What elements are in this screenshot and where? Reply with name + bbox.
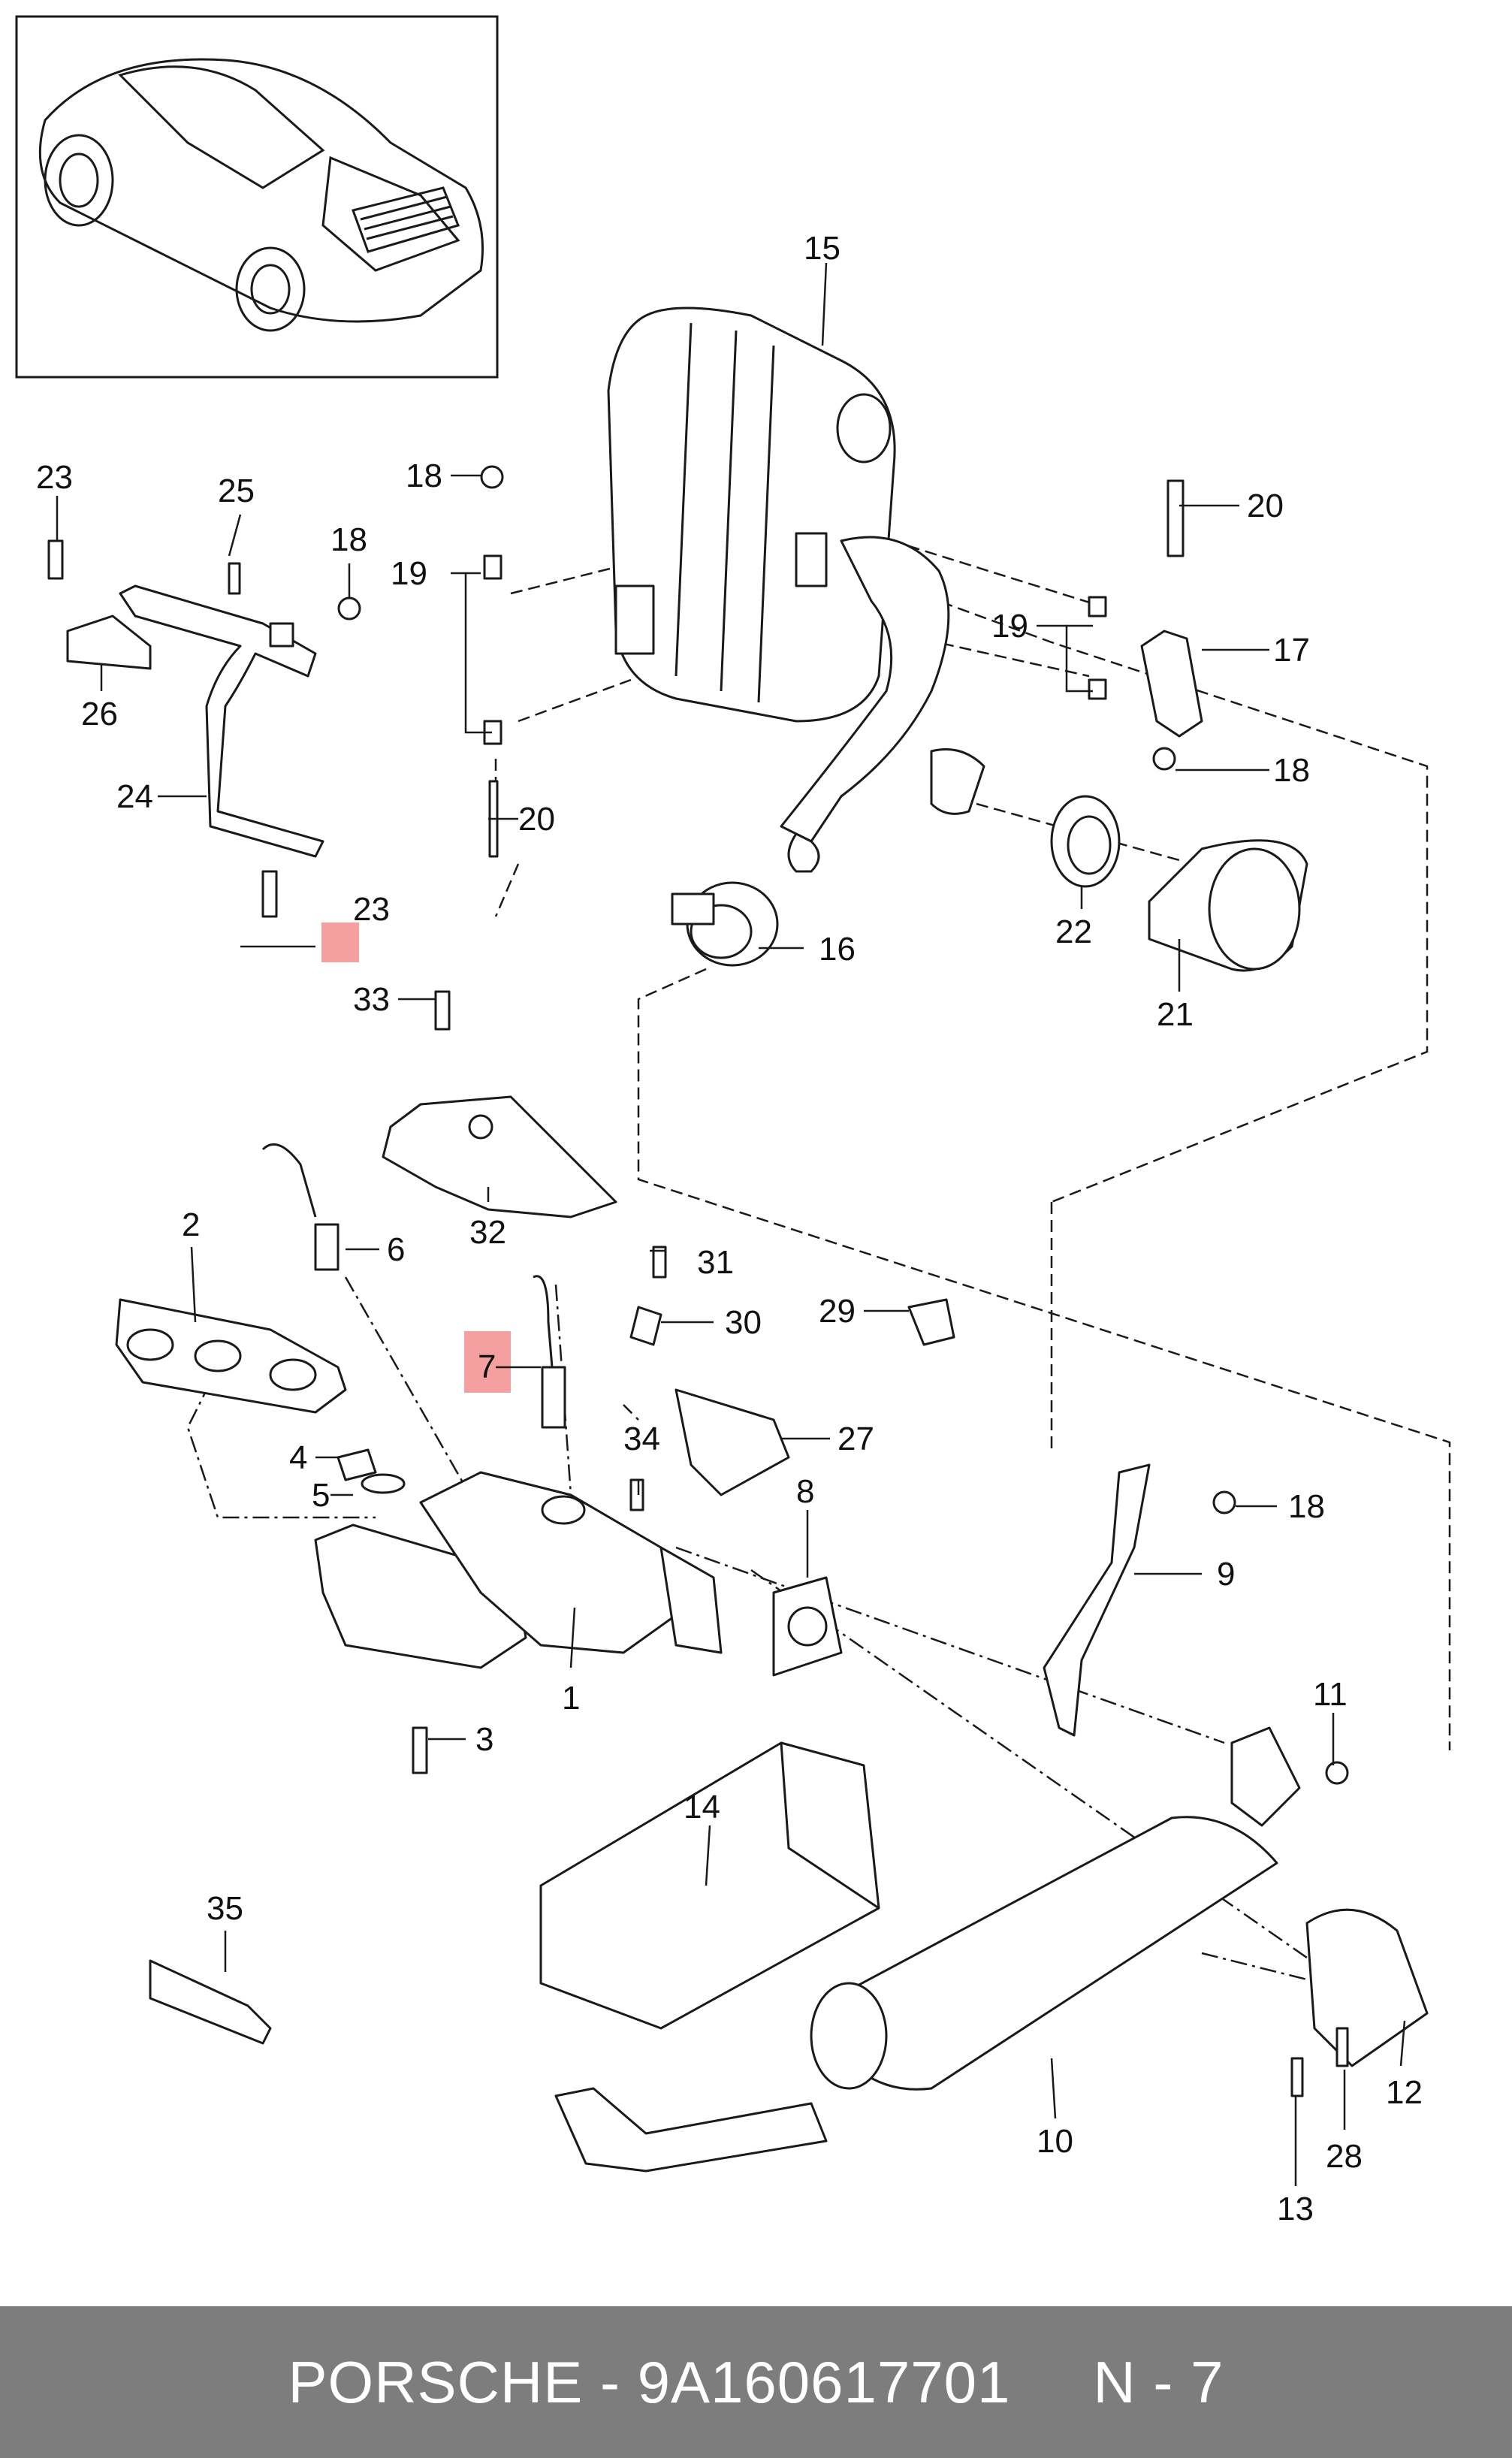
callout-11: 11 bbox=[1313, 1676, 1348, 1713]
exhaust-parts-diagram: 15 18 19 20 20 19 17 18 22 21 16 23 25 1… bbox=[15, 15, 1451, 2227]
hardware bbox=[47, 465, 1349, 2097]
callout-9: 9 bbox=[1217, 1556, 1235, 1593]
callout-6: 6 bbox=[387, 1231, 405, 1268]
callout-18b: 18 bbox=[1273, 752, 1310, 789]
callout-10: 10 bbox=[1037, 2123, 1073, 2160]
callout-numbers: 15 18 19 20 20 19 17 18 22 21 16 23 25 1… bbox=[36, 230, 1423, 2227]
heat-shield-32 bbox=[382, 1095, 617, 1218]
callout-16: 16 bbox=[819, 931, 856, 968]
callout-20a: 20 bbox=[518, 801, 555, 838]
callout-23b: 23 bbox=[353, 891, 390, 928]
callout-20b: 20 bbox=[1247, 488, 1284, 524]
callout-32: 32 bbox=[469, 1214, 506, 1251]
oxygen-sensor-7 bbox=[533, 1275, 566, 1429]
front-muffler-10 bbox=[554, 1726, 1301, 2173]
callout-22: 22 bbox=[1055, 913, 1092, 950]
bracket-assembly-24 bbox=[66, 584, 324, 858]
callout-7: 7 bbox=[478, 1348, 496, 1385]
callout-4: 4 bbox=[289, 1439, 307, 1476]
callout-12: 12 bbox=[1386, 2074, 1423, 2111]
callout-19a: 19 bbox=[391, 555, 427, 592]
callout-5: 5 bbox=[312, 1477, 330, 1514]
clamp-22 bbox=[1050, 795, 1121, 888]
rear-muffler bbox=[607, 306, 985, 873]
bracket-27 bbox=[675, 1388, 790, 1496]
oxygen-sensor-6 bbox=[261, 1143, 340, 1271]
callout-25: 25 bbox=[218, 473, 255, 509]
gasket-2 bbox=[115, 1298, 347, 1414]
callout-18c: 18 bbox=[330, 521, 367, 558]
vehicle-thumbnail bbox=[15, 15, 499, 379]
part-number: 9A160617701 bbox=[637, 2348, 1011, 2415]
callout-21: 21 bbox=[1157, 996, 1194, 1033]
highlight-part-23 bbox=[321, 923, 359, 962]
callout-8: 8 bbox=[796, 1473, 814, 1510]
callout-24: 24 bbox=[116, 778, 153, 815]
callout-18a: 18 bbox=[406, 457, 442, 494]
bracket-17 bbox=[1140, 479, 1203, 738]
callout-17: 17 bbox=[1273, 632, 1310, 669]
highlight-part-7 bbox=[464, 1331, 511, 1393]
callout-13: 13 bbox=[1277, 2191, 1314, 2227]
leader-lines bbox=[56, 262, 1406, 2186]
callout-29: 29 bbox=[819, 1293, 856, 1330]
callout-15: 15 bbox=[804, 230, 841, 267]
callout-1: 1 bbox=[562, 1680, 580, 1717]
callout-35: 35 bbox=[207, 1890, 243, 1927]
callout-2: 2 bbox=[182, 1206, 200, 1243]
callout-23a: 23 bbox=[36, 459, 73, 496]
gasket-8 bbox=[772, 1576, 843, 1677]
callout-34: 34 bbox=[623, 1421, 660, 1457]
part-number-footer: PORSCHE - 9A160617701 N - 7 bbox=[0, 2306, 1512, 2458]
clamp-16 bbox=[671, 881, 779, 967]
callout-33: 33 bbox=[353, 981, 390, 1018]
callout-14: 14 bbox=[684, 1789, 720, 1825]
bracket-9 bbox=[1043, 1463, 1151, 1737]
heat-shield-14 bbox=[539, 1741, 880, 2030]
callout-18d: 18 bbox=[1288, 1488, 1325, 1525]
tailpipe-trim bbox=[1148, 839, 1308, 972]
callout-19b: 19 bbox=[991, 608, 1028, 645]
diagram-position: N - 7 bbox=[1093, 2348, 1224, 2415]
callout-3: 3 bbox=[475, 1721, 493, 1758]
separator: - bbox=[599, 2348, 620, 2415]
callout-27: 27 bbox=[837, 1421, 874, 1457]
callout-30: 30 bbox=[725, 1304, 762, 1341]
tailpipe-12 bbox=[1305, 1908, 1429, 2067]
catalytic-converter-1 bbox=[314, 1448, 723, 1669]
callout-31: 31 bbox=[697, 1244, 734, 1281]
callout-28: 28 bbox=[1326, 2138, 1363, 2175]
brand-label: PORSCHE bbox=[288, 2348, 584, 2415]
callout-26: 26 bbox=[81, 696, 118, 732]
